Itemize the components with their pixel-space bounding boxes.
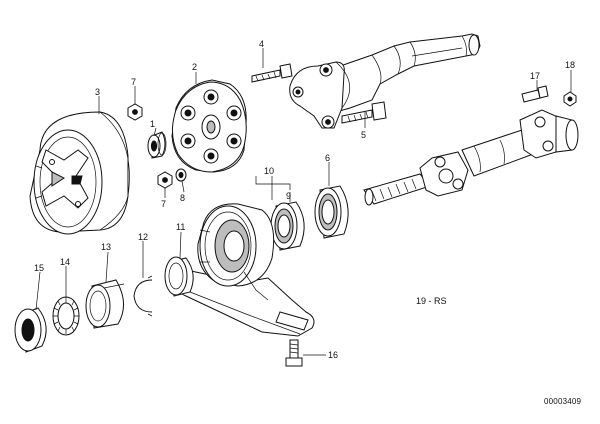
- bolt-17: [521, 85, 549, 103]
- bolt-16: [285, 339, 303, 367]
- leader-lines: [35, 48, 572, 356]
- flange-yoke: [289, 61, 350, 129]
- variant-label: 19 - RS: [416, 296, 447, 306]
- callout-10: 10: [264, 166, 274, 176]
- circlip-12: [133, 275, 153, 317]
- bolt-4: [251, 63, 293, 83]
- callout-1: 1: [150, 119, 155, 129]
- ball-bearing-9-upper: [314, 185, 349, 239]
- dust-cap-11: [164, 256, 194, 297]
- callout-7-lower: 7: [161, 199, 166, 209]
- nut-7-upper: [127, 103, 143, 121]
- callout-16: 16: [328, 350, 338, 360]
- rear-propeller-shaft: [363, 109, 579, 206]
- flex-disc-2: [171, 79, 247, 173]
- ball-bearing-9-lower: [270, 201, 305, 251]
- front-propeller-shaft: [299, 33, 481, 117]
- callout-15: 15: [34, 263, 44, 273]
- callout-12: 12: [138, 232, 148, 242]
- callout-8: 8: [180, 193, 185, 203]
- centering-bushing-1: [147, 131, 167, 159]
- sleeve-13: [85, 279, 125, 329]
- seal-ring-15: [14, 307, 47, 353]
- callout-6: 6: [325, 153, 330, 163]
- lock-ring-14: [52, 296, 80, 336]
- callout-2: 2: [192, 62, 197, 72]
- bolt-5: [341, 101, 387, 124]
- nut-7-lower: [157, 171, 173, 189]
- callout-14: 14: [60, 257, 70, 267]
- callout-17: 17: [530, 71, 540, 81]
- callout-13: 13: [101, 242, 111, 252]
- drawing-number: 00003409: [544, 397, 582, 406]
- callout-7-upper: 7: [131, 77, 136, 87]
- washer-8: [175, 168, 187, 182]
- callout-9-upper: 9: [286, 191, 291, 201]
- nut-18: [563, 91, 577, 107]
- callout-3: 3: [95, 87, 100, 97]
- callout-18: 18: [565, 60, 575, 70]
- coupling-housing-3: [29, 111, 130, 235]
- callout-4: 4: [259, 39, 264, 49]
- callout-numbers: 3 1 2 4 5 6 7 7 8 10 9 9 11 12 13 14 15 …: [34, 39, 575, 360]
- callout-11: 11: [176, 222, 185, 232]
- callout-5: 5: [361, 130, 366, 140]
- center-support-bearing-10: [174, 203, 315, 337]
